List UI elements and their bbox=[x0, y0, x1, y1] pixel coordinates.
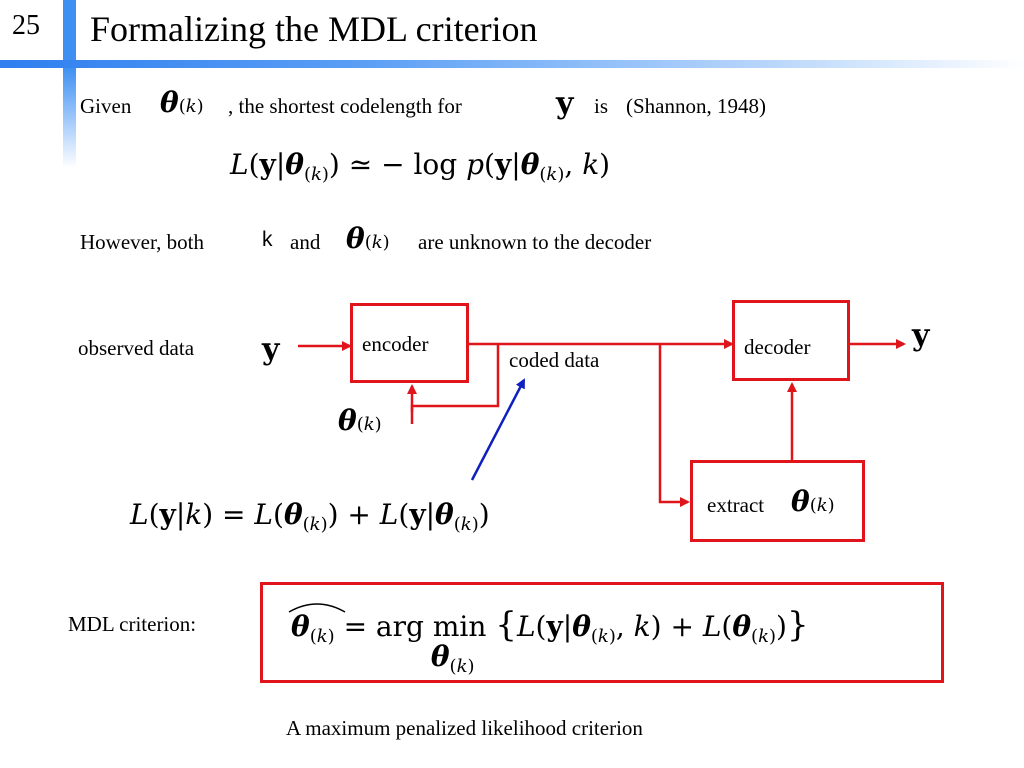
slide-title: Formalizing the MDL criterion bbox=[90, 9, 538, 49]
mdl-criterion-equation: θ(k) = arg min θ(k) {L(y|θ(k), k) + L(θ(… bbox=[288, 603, 809, 677]
and-text: and bbox=[290, 230, 321, 254]
header-horizontal-bar bbox=[0, 60, 1024, 68]
mdl-criterion-box: θ(k) = arg min θ(k) {L(y|θ(k), k) + L(θ(… bbox=[260, 582, 944, 683]
codelength-equation: L(y|θ(k)) ≃ − log p(y|θ(k), k) bbox=[230, 148, 611, 185]
extract-box: extract θ(k) bbox=[690, 460, 865, 542]
unknown-text: are unknown to the decoder bbox=[418, 230, 652, 254]
theta-k-diagram-symbol: θ(k) bbox=[338, 404, 382, 437]
footer-text: A maximum penalized likelihood criterion bbox=[286, 716, 643, 740]
header-vertical-bar bbox=[63, 0, 76, 168]
arrow-branch-to-extract bbox=[658, 344, 690, 507]
given-text: Given bbox=[80, 94, 132, 118]
decoder-label: decoder bbox=[744, 335, 811, 359]
y-symbol: y bbox=[556, 86, 574, 121]
blue-pointer-arrow bbox=[470, 378, 526, 481]
however-text: However, both bbox=[80, 230, 204, 254]
k-symbol: k bbox=[262, 228, 273, 251]
extract-label: extract bbox=[707, 493, 765, 517]
mdl-criterion-label: MDL criterion: bbox=[68, 612, 197, 636]
encoder-label: encoder bbox=[362, 332, 429, 356]
observed-data-label: observed data bbox=[78, 336, 195, 360]
is-text: is bbox=[594, 94, 609, 118]
encoder-box: encoder bbox=[350, 303, 469, 383]
hat-accent bbox=[288, 603, 346, 613]
output-y-symbol: y bbox=[912, 318, 930, 353]
slide-number: 25 bbox=[12, 10, 40, 41]
theta-k-symbol: θ(k) bbox=[160, 86, 204, 119]
coded-data-label: coded data bbox=[509, 348, 600, 372]
arrow-theta-to-encoder bbox=[410, 344, 500, 424]
extract-theta-symbol: θ(k) bbox=[791, 485, 835, 518]
citation-text: (Shannon, 1948) bbox=[626, 94, 766, 118]
codelength-text: , the shortest codelength for bbox=[228, 94, 462, 118]
total-codelength-equation: L(y|k) = L(θ(k)) + L(y|θ(k)) bbox=[130, 498, 490, 535]
input-y-symbol: y bbox=[262, 332, 280, 367]
decoder-box: decoder bbox=[732, 300, 850, 381]
theta-k-symbol-2: θ(k) bbox=[346, 222, 390, 255]
